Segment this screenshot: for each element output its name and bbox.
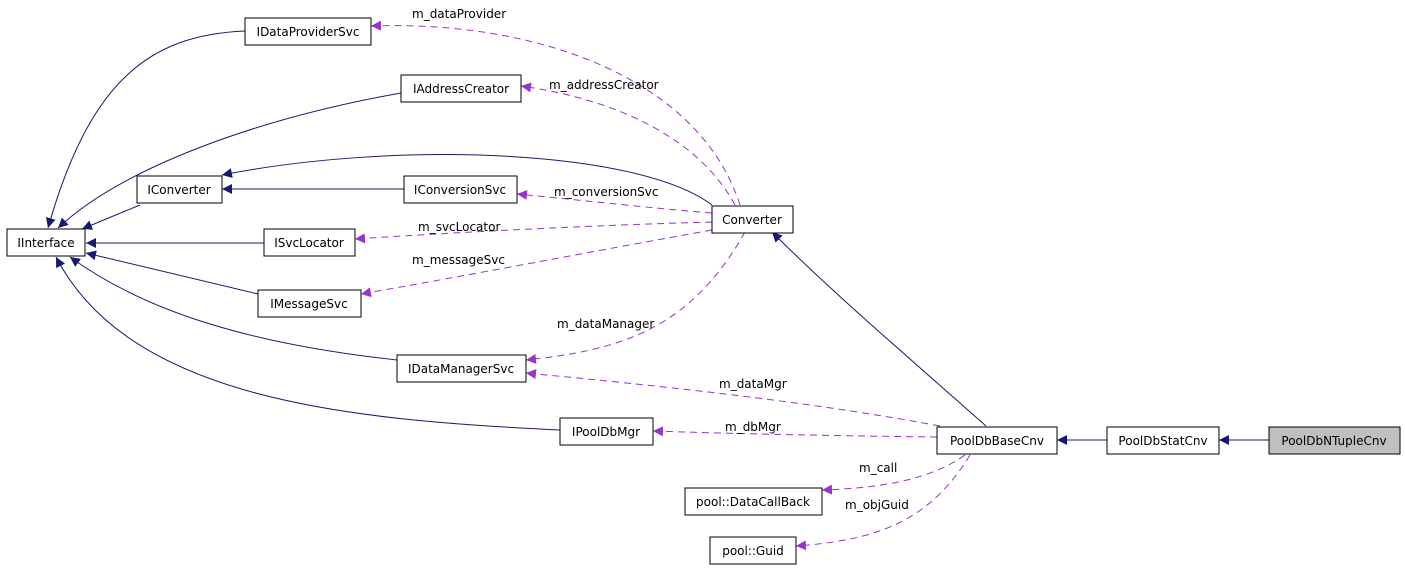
node-isvclocator[interactable]: ISvcLocator (263, 228, 356, 257)
label-m-messagesvc: m_messageSvc (412, 253, 505, 267)
edge-labels: m_dataProvider m_addressCreator m_conver… (412, 7, 909, 512)
edge-converter-iconverter (221, 154, 713, 206)
label-m-dbmgr: m_dbMgr (725, 420, 781, 434)
edge-converter-isvclocator (354, 221, 713, 244)
edge-iconverter-iinterface (81, 204, 141, 230)
inheritance-edges (45, 30, 1269, 445)
edge-iaddresscreator-iinterface (57, 92, 402, 229)
node-label: IPoolDbMgr (572, 425, 640, 439)
node-imessagesvc[interactable]: IMessageSvc (257, 289, 362, 318)
label-m-dataprovider: m_dataProvider (412, 7, 506, 21)
edge-pooldbbasecnv-ipooldbmgr (652, 426, 938, 438)
node-label: ISvcLocator (274, 236, 344, 250)
node-label: PoolDbStatCnv (1118, 434, 1207, 448)
label-m-datamanager: m_dataManager (557, 317, 654, 331)
label-m-svclocator: m_svcLocator (418, 220, 500, 234)
node-converter[interactable]: Converter (711, 205, 794, 234)
node-label: Converter (722, 213, 782, 227)
edge-idatamanagersvc-iinterface (69, 256, 398, 361)
node-pooldbntuplecnv[interactable]: PoolDbNTupleCnv (1268, 426, 1401, 455)
node-label: IConverter (147, 183, 210, 197)
usage-edges (354, 20, 971, 551)
node-label: IConversionSvc (414, 183, 506, 197)
label-m-addresscreator: m_addressCreator (549, 78, 659, 92)
label-m-call: m_call (859, 461, 897, 475)
node-idatamanagersvc[interactable]: IDataManagerSvc (396, 354, 527, 383)
edge-converter-iaddresscreator (520, 82, 736, 206)
node-pooldbstatcnv[interactable]: PoolDbStatCnv (1106, 426, 1220, 455)
edge-converter-idatamanagersvc (525, 231, 746, 364)
node-iconverter[interactable]: IConverter (136, 175, 223, 204)
node-label: IMessageSvc (270, 297, 347, 311)
edge-pooldbbasecnv-converter (771, 231, 987, 427)
node-label: IDataProviderSvc (257, 25, 360, 39)
edge-ipooldbmgr-iinterface (55, 256, 561, 431)
node-label: IAddressCreator (413, 82, 509, 96)
edge-converter-imessagesvc (360, 229, 713, 298)
node-pooldbbasecnv[interactable]: PoolDbBaseCnv (936, 426, 1058, 455)
node-ipooldbmgr[interactable]: IPoolDbMgr (559, 417, 654, 446)
edge-converter-iconversionsvc (516, 189, 713, 214)
node-iconversionsvc[interactable]: IConversionSvc (403, 175, 518, 204)
node-datacallback[interactable]: pool::DataCallBack (684, 487, 823, 516)
node-iinterface[interactable]: IInterface (6, 228, 86, 257)
node-label: pool::Guid (722, 544, 784, 558)
node-label: IDataManagerSvc (408, 362, 514, 376)
node-idataprovidersvc[interactable]: IDataProviderSvc (244, 17, 372, 46)
node-iaddresscreator[interactable]: IAddressCreator (400, 74, 522, 103)
node-label: pool::DataCallBack (696, 495, 810, 509)
label-m-datamgr: m_dataMgr (719, 377, 787, 391)
node-guid[interactable]: pool::Guid (709, 536, 797, 565)
edge-pooldbbasecnv-idatamanagersvc (525, 368, 941, 427)
nodes: IInterface IDataProviderSvc IAddressCrea… (6, 17, 1401, 565)
edge-idataprovidersvc-iinterface (45, 30, 246, 229)
edge-imessagesvc-iinterface (85, 250, 259, 295)
node-label: PoolDbBaseCnv (950, 434, 1044, 448)
label-m-objguid: m_objGuid (845, 498, 909, 512)
edge-converter-idataprovidersvc (370, 20, 741, 206)
edge-pooldbbasecnv-guid (795, 454, 971, 551)
label-m-conversionsvc: m_conversionSvc (554, 185, 659, 199)
node-label: IInterface (17, 236, 74, 250)
node-label: PoolDbNTupleCnv (1281, 434, 1386, 448)
edge-pooldbbasecnv-datacallback (821, 454, 966, 495)
